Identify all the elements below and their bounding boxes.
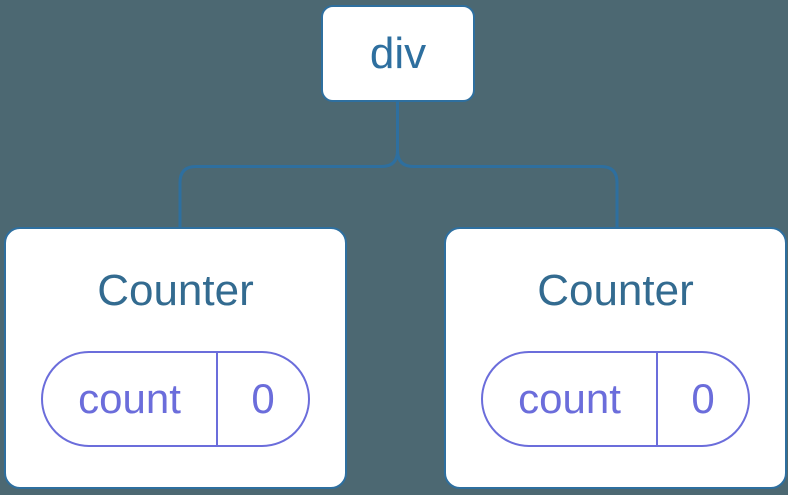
component-name: Counter [537,266,694,315]
counter-node-right: Counter count 0 [444,227,787,489]
state-key-label: count [78,375,181,422]
counter-node-left: Counter count 0 [4,227,347,489]
state-value: 0 [251,375,275,422]
state-pill-divider [656,353,658,445]
connector-right-branch [396,100,619,228]
state-value: 0 [691,375,715,422]
connector-left-branch [178,100,399,228]
state-pill-divider [216,353,218,445]
state-pill: count 0 [41,351,310,447]
state-key-label: count [518,375,621,422]
component-name: Counter [97,266,254,315]
state-pill: count 0 [481,351,750,447]
root-node-div: div [321,5,475,102]
root-node-label: div [369,28,427,78]
